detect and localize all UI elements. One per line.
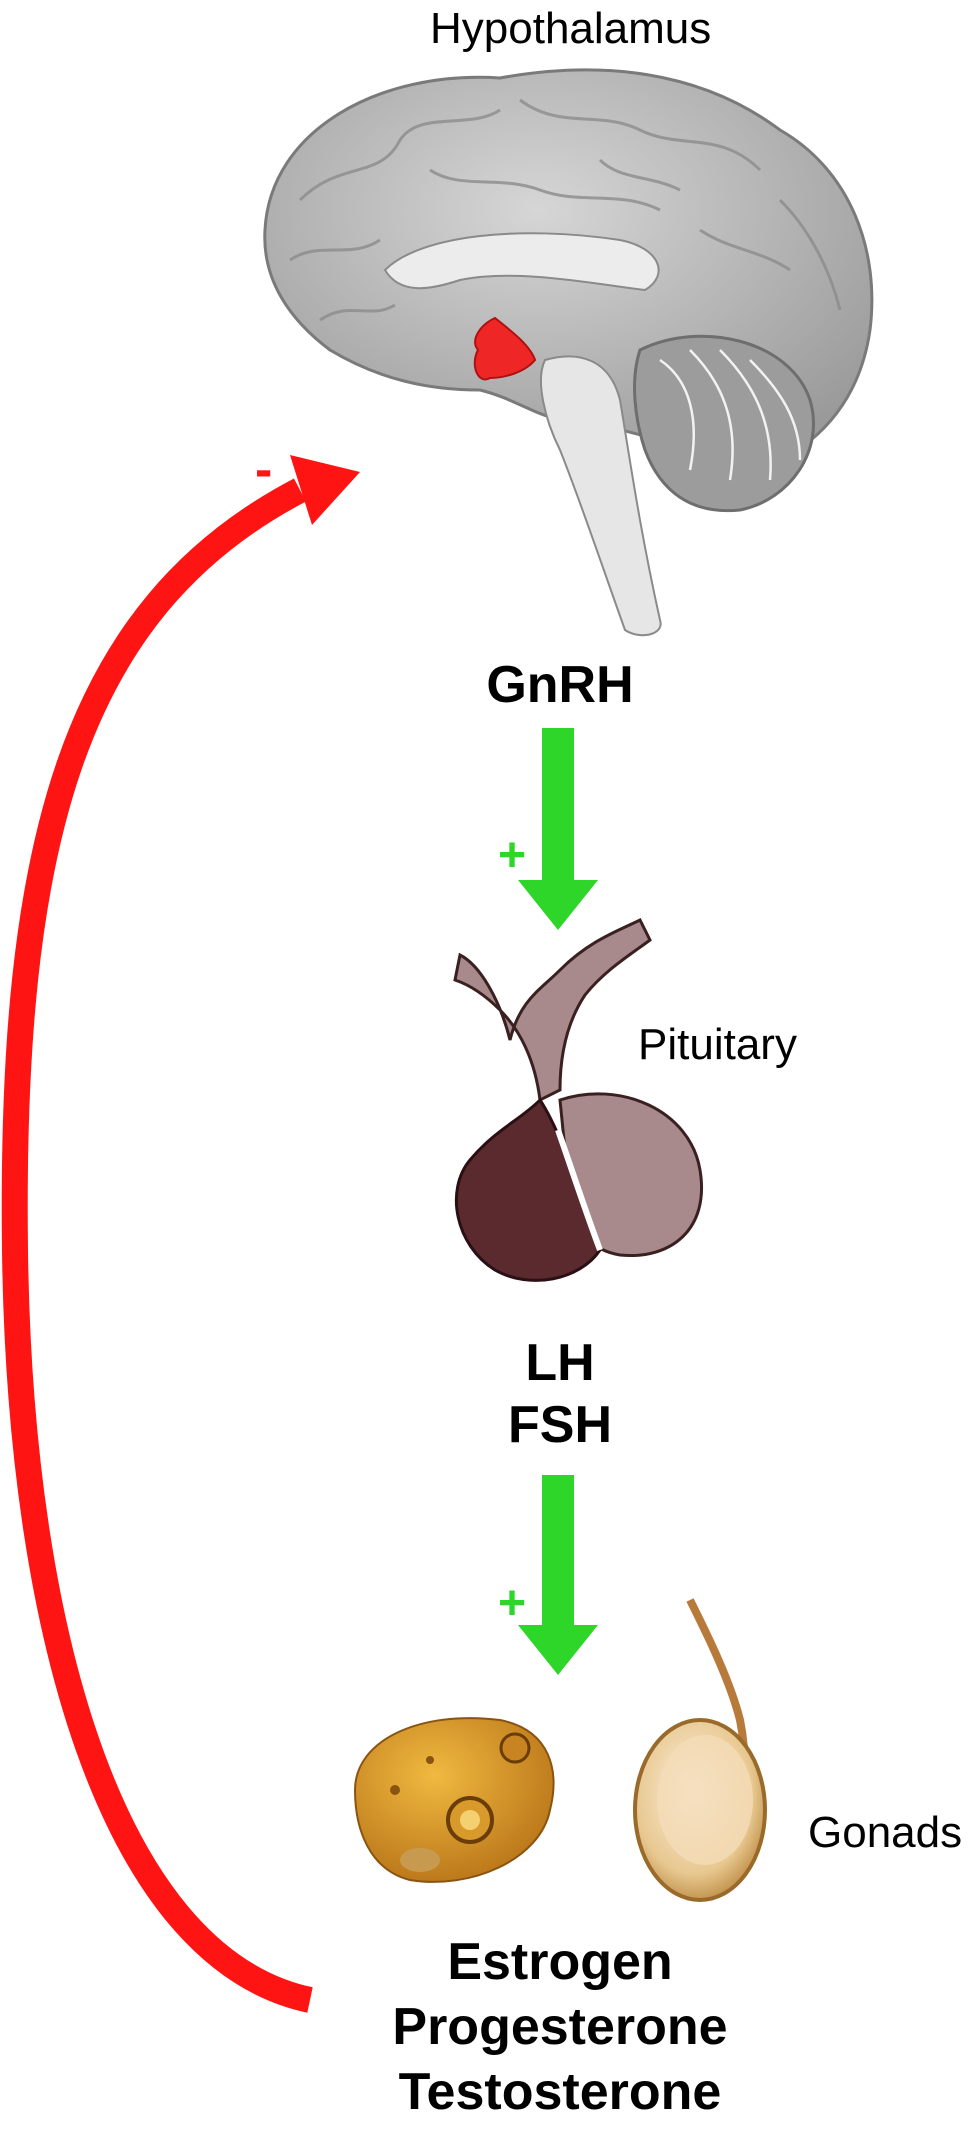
stimulation-arrow-1	[518, 728, 598, 930]
pituitary-stalk	[453, 917, 652, 1103]
cerebellum-folia	[659, 349, 802, 481]
fsh-label: FSH	[508, 1396, 612, 1454]
positive-sign-2: +	[498, 1577, 527, 1630]
ovary-follicle-center	[460, 1810, 480, 1830]
positive-sign-1: +	[498, 829, 527, 882]
gonads-label: Gonads	[808, 1808, 963, 1857]
brain-gyri	[289, 98, 842, 322]
testosterone-label: Testosterone	[398, 2063, 722, 2121]
gnrh-label: GnRH	[486, 656, 634, 714]
negative-feedback-arrow	[1, 455, 360, 2013]
brain-illustration	[263, 68, 874, 637]
pituitary-illustration	[453, 917, 703, 1282]
hypothalamus-highlight	[473, 316, 537, 381]
brainstem	[539, 355, 662, 637]
hypothalamus-label: Hypothalamus	[430, 4, 712, 53]
ovary-illustration	[353, 1717, 555, 1883]
pituitary-label: Pituitary	[638, 1020, 797, 1069]
lh-label: LH	[525, 1334, 595, 1392]
negative-sign: -	[255, 441, 273, 499]
corpus-callosum	[383, 232, 660, 292]
pituitary-cleft	[555, 1129, 603, 1252]
stimulation-arrow-2	[518, 1475, 598, 1675]
progesterone-label: Progesterone	[392, 1998, 728, 2056]
testis-illustration	[633, 1598, 767, 1902]
estrogen-label: Estrogen	[447, 1933, 673, 1991]
